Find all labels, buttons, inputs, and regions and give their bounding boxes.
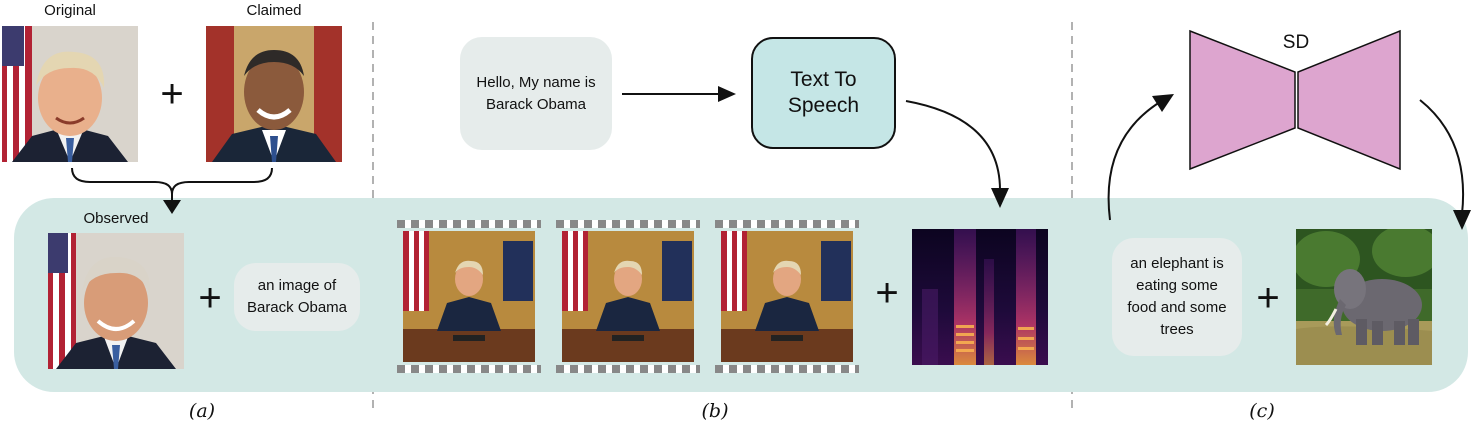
arrow-tts-to-spectrogram	[905, 100, 1001, 191]
arrowhead-tts-to-spectrogram	[991, 188, 1009, 208]
film-perforation-bottom	[556, 365, 700, 373]
video-frame-photo	[562, 231, 694, 362]
film-perforation-top	[556, 220, 700, 228]
plus-sign-a-top: +	[160, 72, 184, 116]
film-perforation-bottom	[397, 365, 541, 373]
stable-diffusion-model	[1189, 29, 1401, 171]
claimed-face-photo	[206, 26, 342, 162]
video-frame-1	[397, 220, 541, 373]
plus-sign-c: +	[1256, 276, 1280, 320]
caption-a: (a)	[188, 400, 216, 422]
caption-b: (b)	[701, 400, 729, 422]
spectrogram-image	[912, 229, 1048, 365]
video-frame-photo	[403, 231, 535, 362]
text-prompt-a: an image of Barack Obama	[234, 263, 360, 331]
caption-c: (c)	[1249, 400, 1275, 422]
original-label: Original	[44, 2, 96, 19]
brace-merge-arrow	[71, 167, 273, 214]
text-to-speech-box: Text To Speech	[751, 37, 896, 149]
arrowhead-text-to-sd	[1152, 94, 1174, 112]
claimed-label: Claimed	[246, 2, 302, 19]
plus-sign-b: +	[875, 271, 899, 315]
film-perforation-bottom	[715, 365, 859, 373]
plus-sign-a: +	[198, 276, 222, 320]
elephant-image	[1296, 229, 1432, 365]
video-frame-photo	[721, 231, 853, 362]
arrow-text-to-sd	[1107, 101, 1161, 221]
original-face-photo	[2, 26, 138, 162]
arrowhead-text-to-tts	[718, 86, 736, 102]
arrowhead-sd-to-image	[1453, 210, 1471, 230]
sd-encoder-shape	[1189, 29, 1296, 171]
film-perforation-top	[715, 220, 859, 228]
sd-decoder-shape	[1297, 29, 1401, 171]
observed-face-photo	[48, 233, 184, 369]
observed-label: Observed	[83, 210, 149, 227]
sd-label: SD	[1282, 32, 1310, 53]
video-frame-3	[715, 220, 859, 373]
video-frame-2	[556, 220, 700, 373]
input-text-b: Hello, My name is Barack Obama	[460, 37, 612, 150]
text-prompt-c: an elephant is eating some food and some…	[1112, 238, 1242, 356]
arrow-sd-to-image	[1419, 99, 1465, 215]
film-perforation-top	[397, 220, 541, 228]
